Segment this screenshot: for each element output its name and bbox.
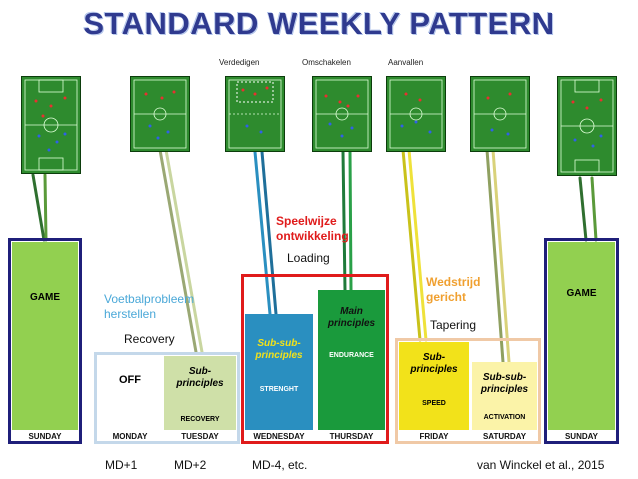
main-principles-label: Main principles <box>327 306 376 329</box>
frame-game-right <box>544 238 619 444</box>
day-tuesday: TUESDAY <box>181 432 219 441</box>
day-sunday-left: SUNDAY <box>28 432 62 441</box>
day-friday: FRIDAY <box>419 432 449 441</box>
pitch-image-sunday-right <box>557 76 617 176</box>
annotation-speelwijze: Speelwijze ontwikkeling <box>276 214 349 243</box>
block-sub-sub-principles-saturday: Sub-sub- principles ACTIVATION <box>472 362 537 430</box>
game-right-label: GAME <box>566 288 597 299</box>
sub-sub-saturday-label: Sub-sub- principles <box>480 372 529 395</box>
block-sub-principles-friday: Sub- principles SPEED <box>399 342 469 430</box>
block-game-left: GAME <box>12 242 78 430</box>
strength-caps-label: STRENGHT <box>259 386 299 393</box>
day-sunday-right: SUNDAY <box>564 432 599 441</box>
block-sub-principles-tuesday: Sub- principles RECOVERY <box>164 356 236 430</box>
annotation-wedstrijd: Wedstrijd gericht <box>426 275 481 304</box>
block-sub-sub-principles-wednesday: Sub-sub- principles STRENGHT <box>245 314 313 430</box>
block-main-principles-thursday: Main principles ENDURANCE <box>318 290 385 430</box>
label-md-plus-2: MD+2 <box>174 458 207 472</box>
off-label: OFF <box>119 374 141 386</box>
label-md-plus-1: MD+1 <box>105 458 138 472</box>
block-off: OFF <box>98 356 162 430</box>
pitch-image-thursday <box>312 76 372 152</box>
frame-tapering <box>395 338 541 444</box>
pitch-image-friday <box>386 76 446 152</box>
endurance-caps-label: ENDURANCE <box>329 352 374 359</box>
sub-sub-wednesday-label: Sub-sub- principles <box>255 338 303 361</box>
label-md-minus-4: MD-4, etc. <box>252 458 308 472</box>
activation-caps-label: ACTIVATION <box>483 414 526 421</box>
frame-recovery <box>94 352 240 444</box>
label-attack: Aanvallen <box>388 58 424 67</box>
label-defend: Verdedigen <box>219 58 260 67</box>
annotation-recovery: Recovery <box>124 332 175 346</box>
day-saturday: SATURDAY <box>482 432 527 441</box>
label-transition: Omschakelen <box>302 58 351 67</box>
frame-loading <box>241 274 389 444</box>
game-left-label: GAME <box>30 292 60 303</box>
credit-text: van Winckel et al., 2015 <box>477 458 605 472</box>
speed-caps-label: SPEED <box>422 400 446 407</box>
block-game-right: GAME <box>548 242 615 430</box>
sub-principles-friday-label: Sub- principles <box>410 352 458 375</box>
annotation-loading: Loading <box>287 251 330 265</box>
frame-game-left <box>8 238 82 444</box>
pitch-image-tuesday <box>130 76 190 152</box>
day-monday: MONDAY <box>112 432 148 441</box>
pitch-image-saturday <box>470 76 530 152</box>
pitch-image-sunday-left <box>21 76 81 174</box>
annotation-voetbal: Voetbalprobleem herstellen <box>104 292 195 321</box>
day-thursday: THURSDAY <box>329 432 374 441</box>
day-wednesday: WEDNESDAY <box>253 432 305 441</box>
sub-principles-tuesday-label: Sub- principles <box>176 366 224 389</box>
page-title: STANDARD WEEKLY PATTERN <box>83 6 555 41</box>
recovery-caps-label: RECOVERY <box>180 416 220 423</box>
pitch-image-wednesday <box>225 76 285 152</box>
annotation-tapering: Tapering <box>430 318 477 332</box>
